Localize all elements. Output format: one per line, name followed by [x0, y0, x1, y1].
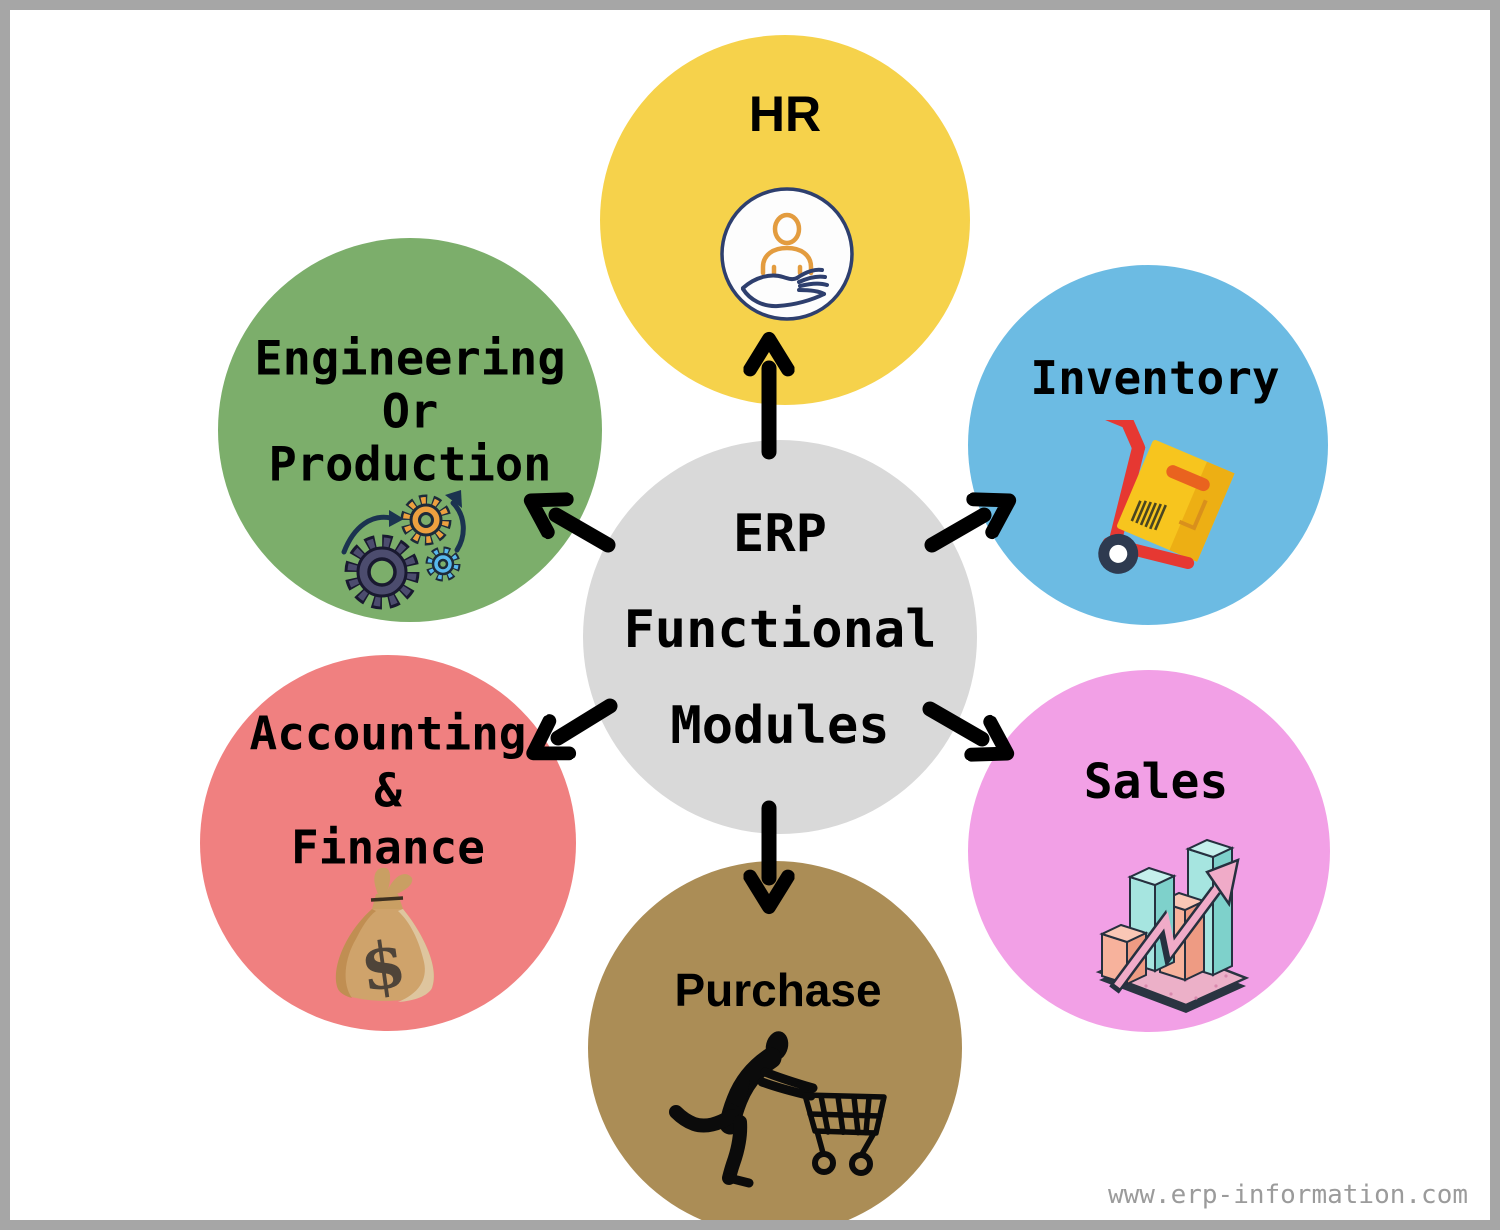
- growth-chart-icon: [1095, 838, 1250, 1013]
- module-circle-inventory: [968, 265, 1328, 625]
- center-hub-circle: [583, 440, 977, 834]
- engineering-line-1: Engineering: [254, 331, 566, 387]
- module-label-engineering: Engineering Or Production: [254, 333, 565, 492]
- engineering-line-2: Or: [381, 384, 439, 440]
- svg-text:$: $: [356, 926, 411, 1006]
- center-line-3: Modules: [670, 696, 890, 756]
- connector-arrows: [10, 10, 1490, 1220]
- engineering-line-3: Production: [268, 437, 552, 493]
- arrow-to-accounting: [558, 698, 618, 738]
- module-label-accounting: Accounting & Finance: [250, 706, 527, 877]
- money-bag-icon: $: [335, 867, 434, 1007]
- accounting-line-3: Finance: [291, 820, 485, 875]
- center-line-1: ERP: [733, 504, 827, 564]
- person-care-icon: [720, 187, 854, 321]
- gears-icon: [341, 490, 466, 610]
- arrow-to-sales: [922, 701, 982, 739]
- accounting-line-2: &: [374, 763, 402, 818]
- center-hub-label: ERP Functional Modules: [623, 486, 936, 774]
- module-label-inventory: Inventory: [1030, 351, 1280, 405]
- arrow-group: [556, 368, 984, 878]
- arrow-to-engineering: [556, 515, 616, 553]
- watermark: www.erp-information.com: [1107, 1180, 1468, 1210]
- accounting-line-1: Accounting: [249, 706, 527, 761]
- cart-pusher-icon: [669, 1031, 887, 1188]
- arrow-to-inventory: [924, 515, 984, 553]
- module-label-purchase: Purchase: [674, 964, 882, 1016]
- hand-truck-icon: [1095, 420, 1235, 574]
- module-label-sales: Sales: [1083, 754, 1229, 810]
- module-label-hr: HR: [748, 86, 822, 142]
- center-line-2: Functional: [623, 600, 937, 660]
